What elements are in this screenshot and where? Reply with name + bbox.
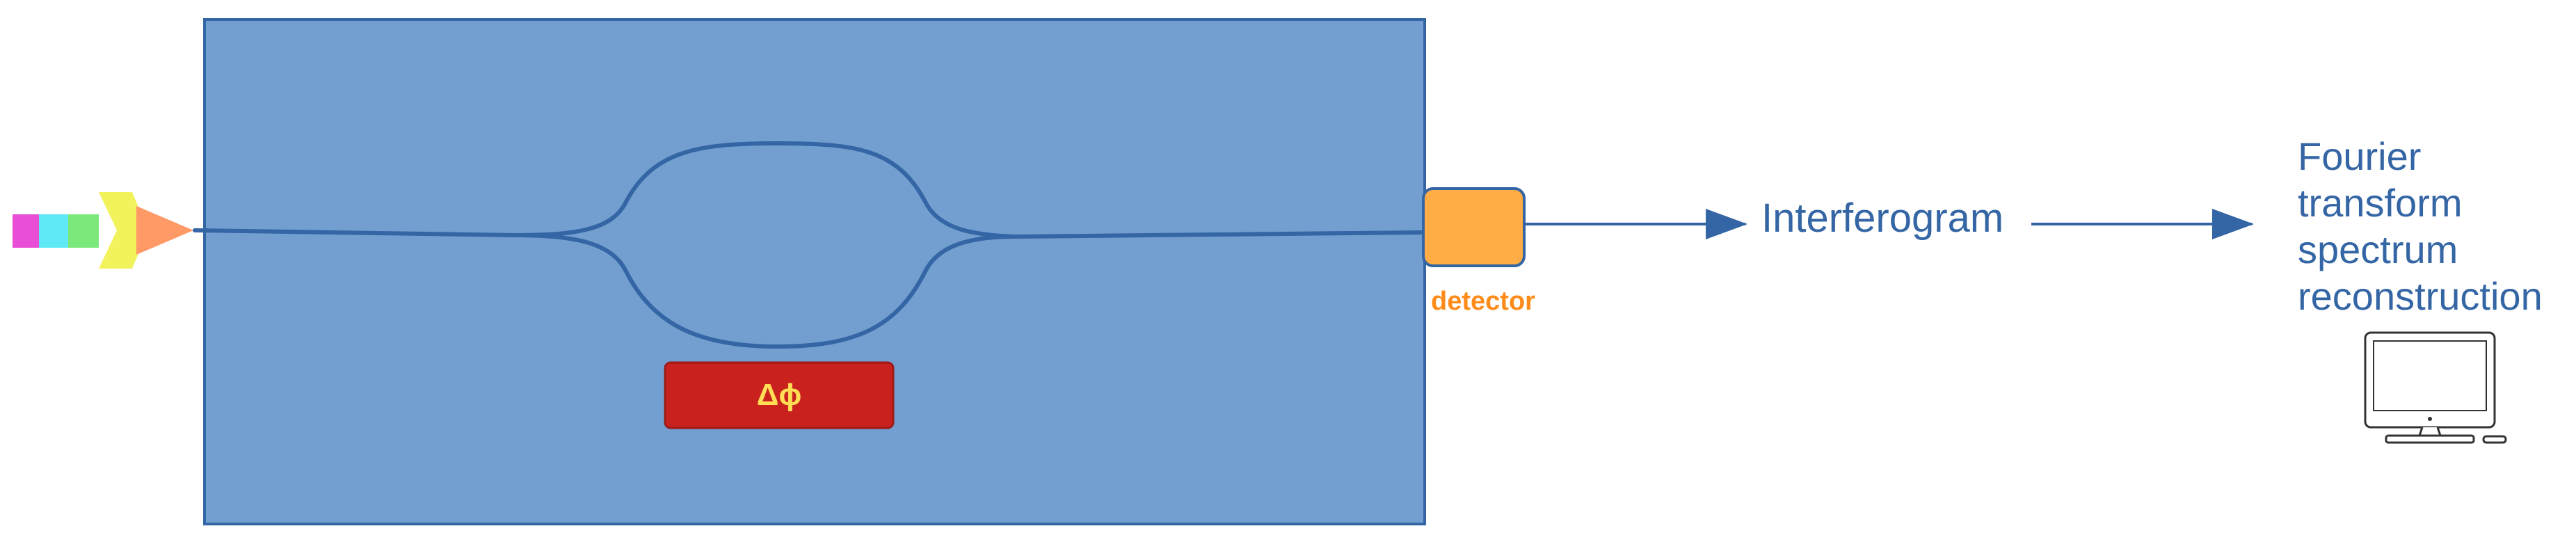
- detector-label: detector: [1431, 287, 1535, 316]
- chip-body: [203, 18, 1426, 525]
- arrowhead-1: [1706, 209, 1747, 239]
- phase-shifter-label: Δϕ: [757, 378, 802, 412]
- reconstruction-text: Fourier transform spectrum reconstructio…: [2298, 134, 2543, 318]
- phase-shifter: Δϕ: [664, 361, 895, 429]
- computer-icon: [2364, 331, 2507, 444]
- reconstruction-line-3: spectrum: [2298, 228, 2458, 271]
- reconstruction-line-2: transform: [2298, 181, 2463, 225]
- reconstruction-line-1: Fourier: [2298, 134, 2421, 178]
- waveguide: [193, 141, 1425, 349]
- interferogram-label: Interferogram: [1761, 196, 2003, 241]
- light-source-icon: [13, 192, 193, 269]
- detector: detector: [1422, 187, 1535, 316]
- arrowhead-2: [2212, 209, 2254, 239]
- reconstruction-line-4: reconstruction: [2298, 274, 2543, 318]
